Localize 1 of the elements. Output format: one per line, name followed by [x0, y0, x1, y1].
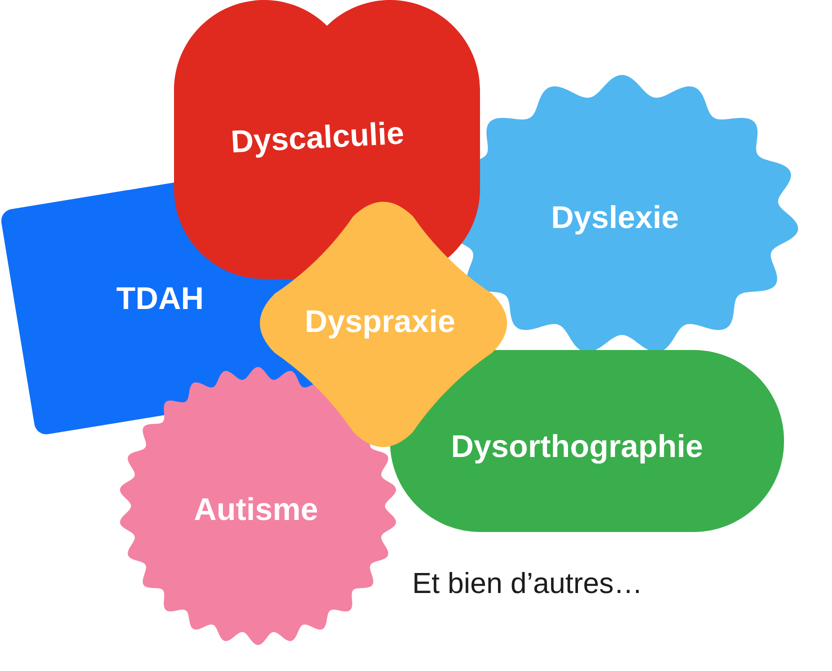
note-text: Et bien d’autres… [414, 572, 639, 594]
